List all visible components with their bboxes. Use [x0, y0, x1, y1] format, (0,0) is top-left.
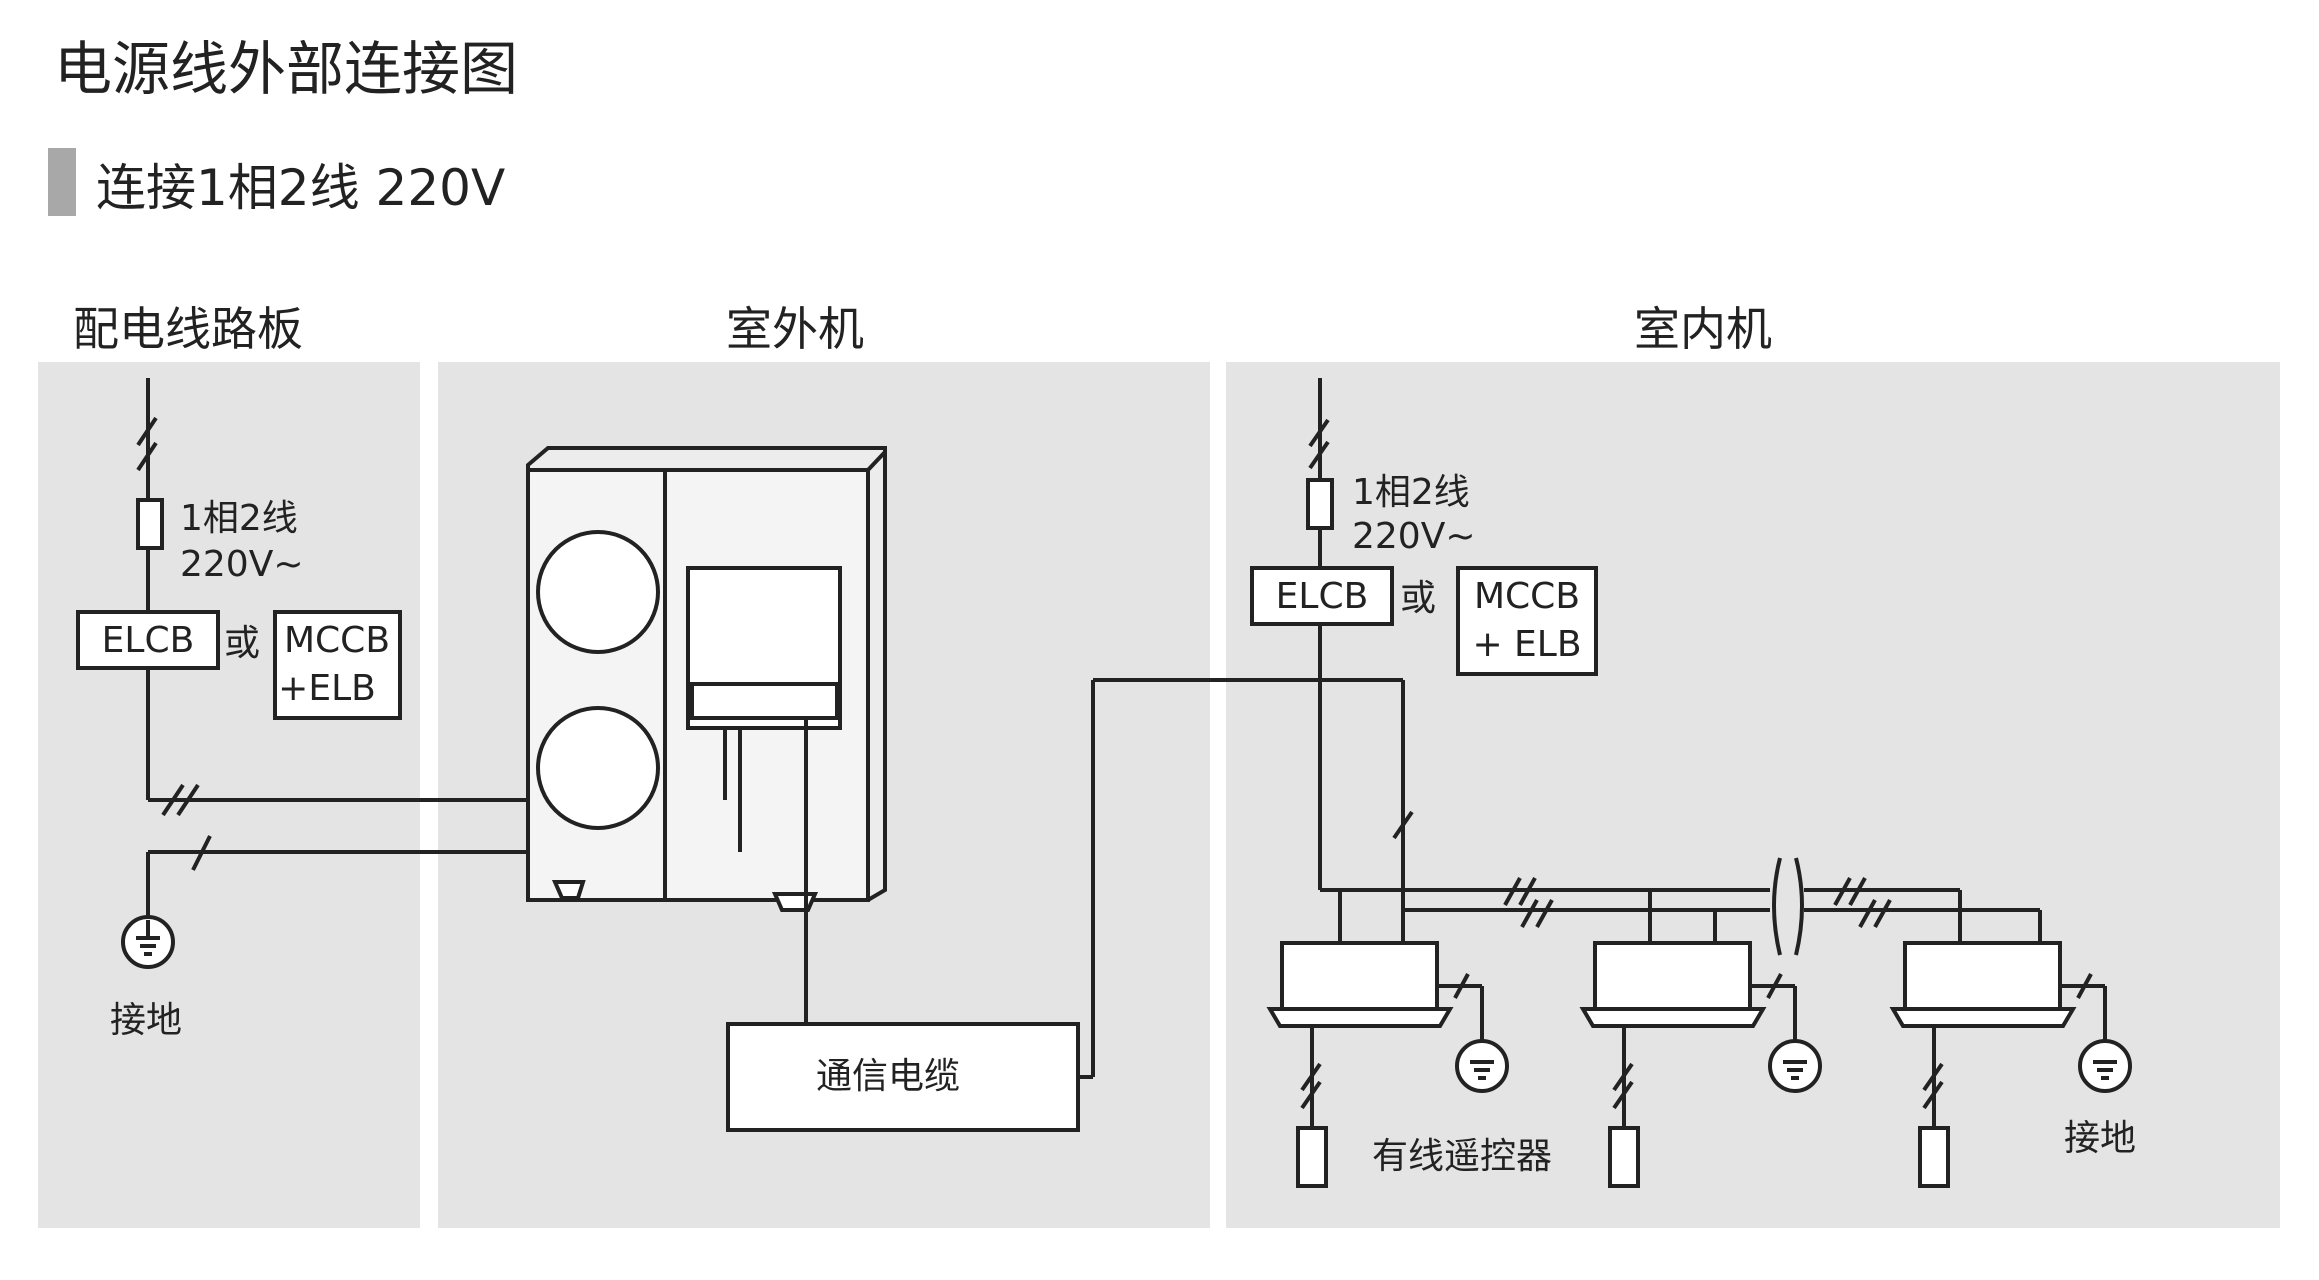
- indoor-unit-1: [1280, 941, 1439, 1011]
- outdoor-fan-bottom-icon: [536, 706, 660, 830]
- page-title: 电源线外部连接图: [54, 35, 519, 103]
- right-supply-slash-1: [1308, 418, 1330, 448]
- indoor-unit-3-panel: [1889, 1007, 2077, 1028]
- outdoor-foot-left: [551, 880, 586, 900]
- right-ground-label: 接地: [2064, 1118, 2136, 1159]
- indoor-unit-2-panel: [1579, 1007, 1767, 1028]
- right-phase-label-1: 1相2线: [1352, 472, 1470, 513]
- bus-break-right: [1794, 857, 1804, 956]
- subtitle-accent-bar: [48, 148, 76, 216]
- remote-controller-2-icon: [1608, 1126, 1640, 1188]
- left-supply-slash-1: [136, 416, 158, 447]
- left-supply-slash-2: [136, 441, 158, 472]
- right-mccb-label-2: + ELB: [1472, 624, 1581, 665]
- outdoor-fan-top-icon: [536, 530, 660, 654]
- left-elcb-label: ELCB: [102, 620, 195, 661]
- left-ground-icon: [121, 915, 175, 969]
- remote-controller-label: 有线遥控器: [1372, 1136, 1552, 1177]
- distribution-board-heading: 配电线路板: [73, 302, 303, 356]
- ground-wire-slash: [191, 835, 212, 871]
- left-ground-label: 接地: [110, 1000, 182, 1041]
- left-mccb-box: [273, 610, 402, 720]
- indoor-unit-3-ground-icon: [2078, 1039, 2132, 1093]
- left-mccb-label-1: MCCB: [284, 620, 390, 661]
- right-elcb-label: ELCB: [1276, 576, 1369, 617]
- right-mccb-label-1: MCCB: [1474, 576, 1580, 617]
- remote-controller-1-icon: [1296, 1126, 1328, 1188]
- right-mccb-box: [1456, 566, 1598, 676]
- subtitle: 连接1相2线 220V: [96, 159, 506, 217]
- distribution-board-panel: [38, 362, 420, 1228]
- right-or-label: 或: [1400, 578, 1436, 619]
- remote-controller-3-icon: [1918, 1126, 1950, 1188]
- outdoor-unit-heading: 室外机: [726, 302, 864, 356]
- right-elcb-box: [1250, 566, 1394, 626]
- comm-cable-box: [726, 1022, 1080, 1132]
- indoor-unit-1-panel: [1266, 1007, 1454, 1028]
- comm-cable-slash: [1392, 810, 1414, 840]
- indoor-unit-1-ground-icon: [1455, 1039, 1509, 1093]
- left-phase-label-2: 220V~: [180, 544, 304, 585]
- indoor-unit-2-ground-icon: [1768, 1039, 1822, 1093]
- left-feed-slash-1: [161, 783, 185, 817]
- comm-cable-label: 通信电缆: [816, 1056, 960, 1097]
- left-feed-slash-2: [176, 783, 200, 817]
- left-phase-label-1: 1相2线: [180, 498, 298, 539]
- outdoor-foot-right: [771, 892, 819, 912]
- indoor-unit-2: [1593, 941, 1752, 1011]
- indoor-unit-3: [1903, 941, 2062, 1011]
- right-phase-label-2: 220V~: [1352, 516, 1476, 557]
- left-fuse-icon: [136, 498, 164, 550]
- right-supply-slash-2: [1308, 440, 1330, 470]
- left-mccb-label-2: +ELB: [278, 668, 376, 709]
- right-fuse-icon: [1306, 478, 1334, 530]
- bus-break-left: [1772, 857, 1782, 956]
- indoor-unit-heading: 室内机: [1634, 302, 1772, 356]
- left-or-label: 或: [224, 623, 260, 664]
- outdoor-terminal-block: [690, 682, 839, 720]
